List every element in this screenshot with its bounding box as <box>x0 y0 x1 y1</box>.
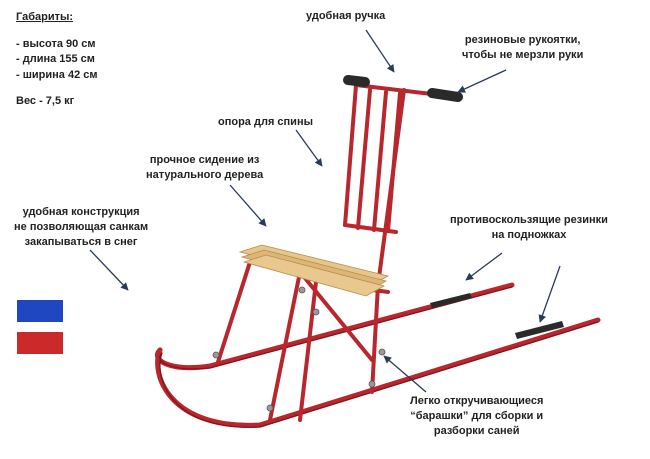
foot-pads <box>430 293 564 339</box>
label-handle: удобная ручка <box>306 10 386 22</box>
sled-frame <box>216 83 442 422</box>
spec-width: - ширина 42 см <box>16 68 98 81</box>
spec-weight: Вес - 7,5 кг <box>16 95 75 108</box>
specs-title: Габариты: <box>16 11 74 23</box>
pointer-arrows <box>89 29 561 393</box>
label-seat: прочное сидение из натурального дерева <box>146 154 264 181</box>
label-wingnuts: Легко откручивающиеся “барашки” для сбор… <box>410 395 544 437</box>
specs-block: Габариты: - высота 90 см - длина 155 см … <box>16 10 98 110</box>
flag-blue-stripe <box>17 300 63 322</box>
label-footpads: противоскользящие резинки на подножках <box>450 214 608 241</box>
flag-red-stripe <box>17 332 63 354</box>
label-backrest: опора для спины <box>218 116 313 128</box>
spec-height: - высота 90 см <box>16 37 96 50</box>
wooden-seat <box>238 244 390 297</box>
label-design: удобная конструкция не позволяющая санка… <box>14 206 149 248</box>
wing-nuts <box>212 286 386 412</box>
handle-grips <box>343 75 463 102</box>
label-grips: резиновые рукоятки, чтобы не мерзли руки <box>462 34 584 61</box>
spec-length: - длина 155 см <box>16 53 95 66</box>
